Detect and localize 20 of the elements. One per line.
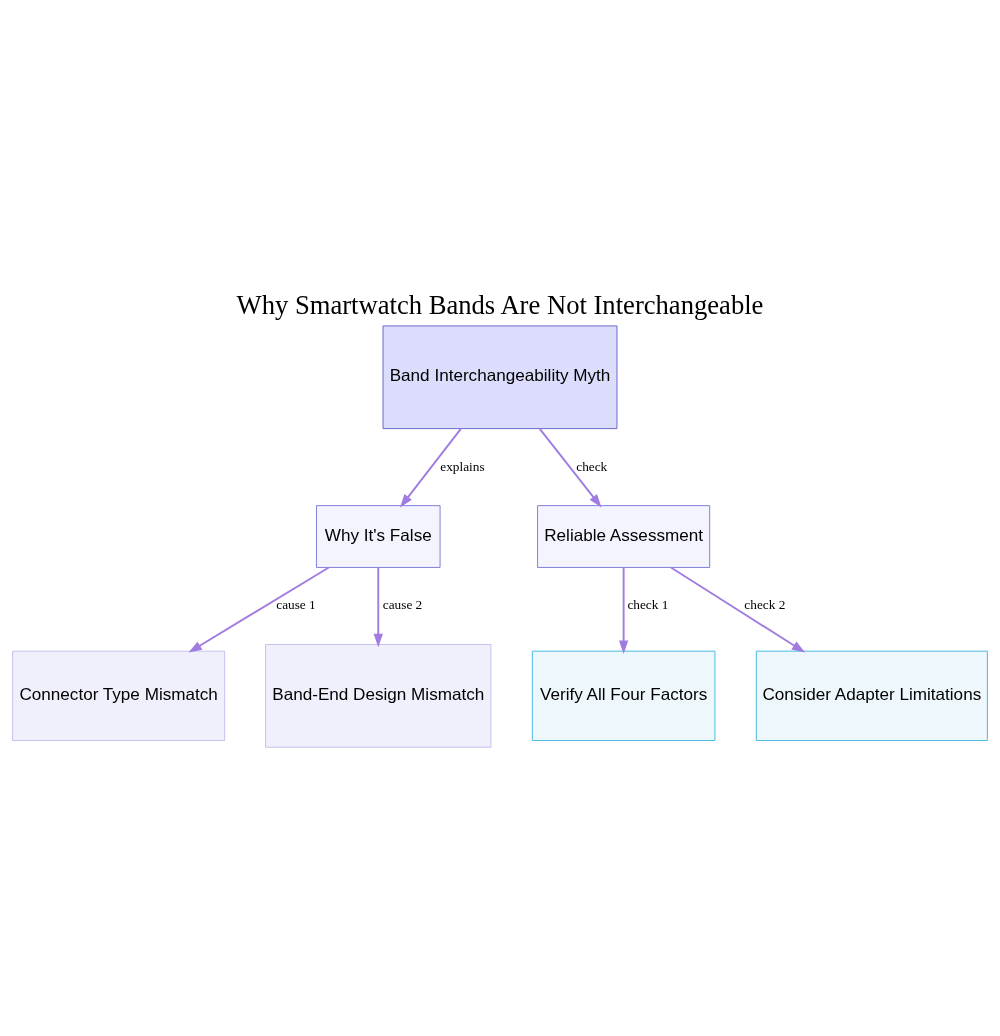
edge-label: check 2 (744, 597, 786, 613)
node-box: Reliable Assessment (537, 505, 711, 568)
edge-label: cause 1 (276, 597, 316, 613)
node-box: Why It's False (315, 505, 441, 568)
arrow (400, 427, 462, 508)
arrow (669, 566, 806, 653)
arrow (618, 566, 629, 654)
node-box: Band-End Design Mismatch (265, 644, 492, 748)
edge-label: explains (440, 458, 485, 474)
node-box: Band Interchangeability Myth (382, 325, 618, 430)
diagram-title: Why Smartwatch Bands Are Not Interchangeable (236, 289, 764, 320)
arrow (373, 566, 383, 648)
node-box: Connector Type Mismatch (12, 650, 226, 741)
edge-label: cause 2 (382, 597, 423, 613)
arrow (538, 427, 602, 508)
edge-label: check 1 (627, 597, 669, 613)
arrow (188, 566, 330, 653)
node-box: Consider Adapter Limitations (755, 650, 988, 741)
node-box: Verify All Four Factors (531, 650, 716, 741)
edge-label: check (576, 458, 608, 474)
